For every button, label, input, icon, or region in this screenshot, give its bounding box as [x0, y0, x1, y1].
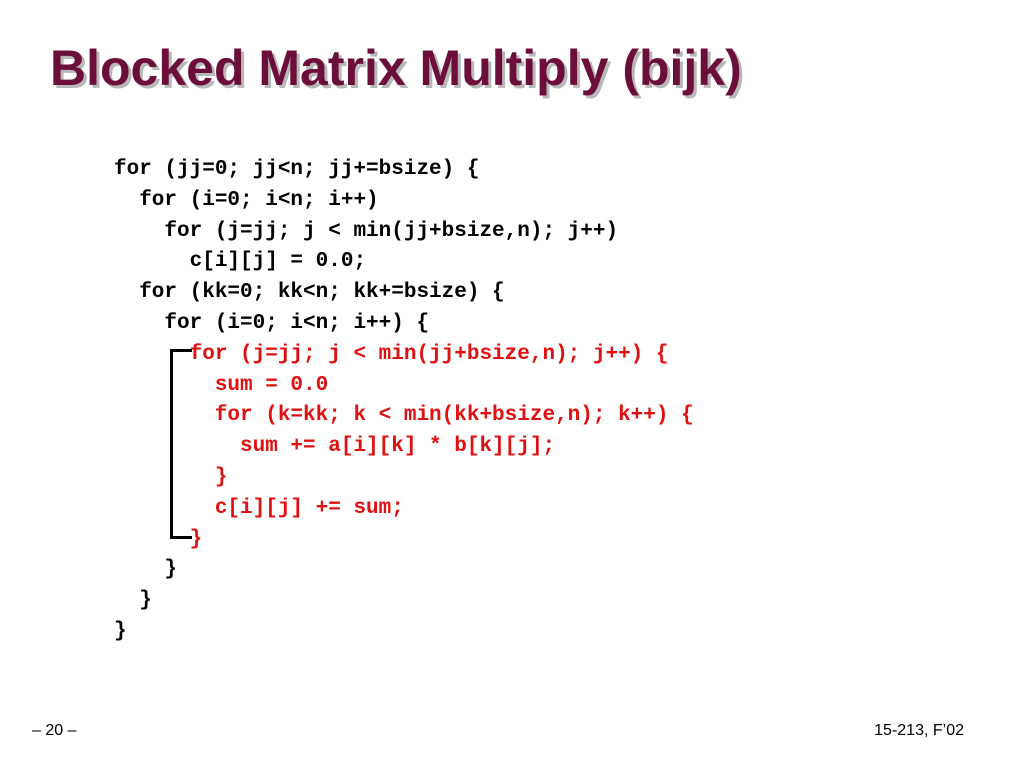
code-line: sum = 0.0: [114, 373, 329, 397]
code-line: for (i=0; i<n; i++) {: [114, 311, 430, 335]
inner-loop-bracket: [170, 349, 192, 539]
code-line: }: [114, 527, 203, 551]
page-number: – 20 –: [32, 722, 77, 739]
code-line: }: [114, 465, 228, 489]
code-line: for (kk=0; kk<n; kk+=bsize) {: [114, 281, 505, 305]
code-line: for (j=jj; j < min(jj+bsize,n); j++): [114, 219, 619, 243]
slide-title: Blocked Matrix Multiply (bijk): [50, 40, 742, 96]
code-line: for (jj=0; jj<n; jj+=bsize) {: [114, 158, 480, 181]
code-block: for (jj=0; jj<n; jj+=bsize) { for (i=0; …: [114, 155, 694, 648]
code-line: c[i][j] += sum;: [114, 496, 404, 520]
code-line: for (i=0; i<n; i++): [114, 188, 379, 212]
code-line: }: [114, 589, 152, 613]
code-line: }: [114, 619, 127, 643]
code-line: for (j=jj; j < min(jj+bsize,n); j++) {: [114, 342, 669, 366]
code-line: for (k=kk; k < min(kk+bsize,n); k++) {: [114, 404, 694, 428]
code-line: sum += a[i][k] * b[k][j];: [114, 435, 556, 459]
code-line: c[i][j] = 0.0;: [114, 250, 367, 274]
course-label: 15-213, F’02: [874, 722, 964, 739]
code-line: }: [114, 558, 178, 582]
